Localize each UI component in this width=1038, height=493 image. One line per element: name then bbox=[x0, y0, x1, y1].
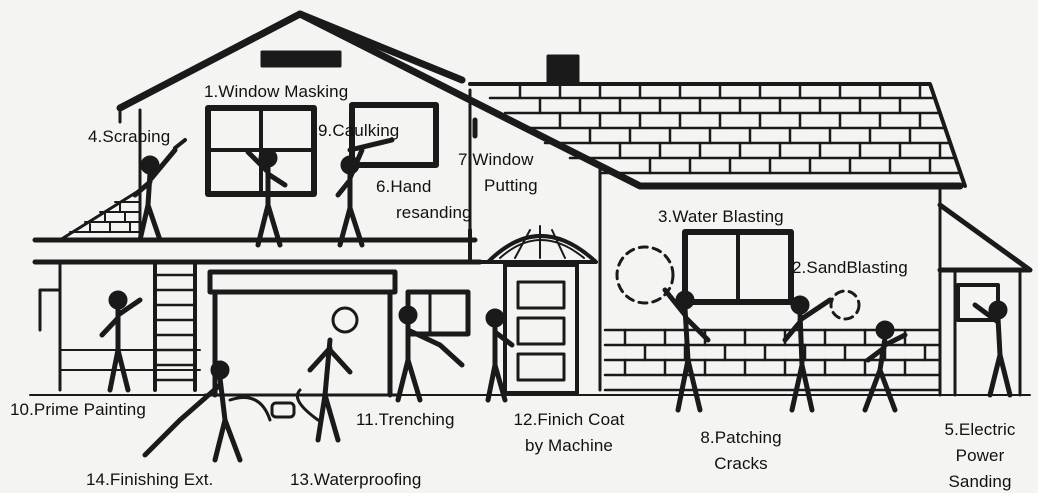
label-scraping: 4.Scraping bbox=[88, 127, 170, 146]
label-hand-resanding-2: resanding bbox=[396, 203, 472, 222]
label-electric-power-sanding-2: Power bbox=[930, 446, 1030, 465]
label-window-putting-1: 7.Window bbox=[458, 150, 533, 169]
worker-finish-coat bbox=[487, 310, 512, 400]
worker-patching-cracks bbox=[865, 322, 905, 410]
worker-scraping bbox=[135, 140, 185, 240]
brick-base bbox=[605, 330, 940, 390]
arched-door bbox=[488, 226, 596, 393]
label-electric-power-sanding-1: 5.Electric bbox=[930, 420, 1030, 439]
worker-prime-painting bbox=[102, 292, 140, 390]
worker-electric-power-sanding bbox=[975, 302, 1010, 395]
label-patching-cracks-2: Cracks bbox=[686, 454, 796, 473]
worker-window-masking bbox=[248, 150, 285, 245]
worker-sandblasting bbox=[785, 297, 830, 410]
right-window bbox=[685, 232, 791, 302]
label-waterproofing: 13.Waterproofing bbox=[290, 470, 421, 489]
label-prime-painting: 10.Prime Painting bbox=[10, 400, 146, 419]
label-caulking: 9.Caulking bbox=[318, 121, 399, 140]
right-roof bbox=[300, 14, 965, 186]
label-sandblasting: 2.SandBlasting bbox=[792, 258, 908, 277]
label-finish-coat-1: 12.Finich Coat bbox=[494, 410, 644, 429]
label-patching-cracks-1: 8.Patching bbox=[686, 428, 796, 447]
label-finish-coat-2: by Machine bbox=[494, 436, 644, 455]
worker-waterproofing bbox=[272, 308, 357, 440]
label-finishing-ext: 14.Finishing Ext. bbox=[86, 470, 213, 489]
garage bbox=[205, 272, 400, 395]
worker-water-blasting bbox=[665, 290, 708, 410]
label-water-blasting: 3.Water Blasting bbox=[658, 207, 784, 226]
worker-finishing-ext bbox=[145, 362, 270, 460]
label-electric-power-sanding-3: Sanding bbox=[930, 472, 1030, 491]
label-hand-resanding-1: 6.Hand bbox=[376, 177, 431, 196]
label-window-masking: 1.Window Masking bbox=[204, 82, 348, 101]
right-annex bbox=[940, 205, 1030, 395]
label-window-putting-2: Putting bbox=[484, 176, 538, 195]
label-trenching: 11.Trenching bbox=[356, 410, 455, 429]
worker-hand-resanding bbox=[338, 150, 362, 245]
worker-caulking bbox=[350, 140, 392, 150]
